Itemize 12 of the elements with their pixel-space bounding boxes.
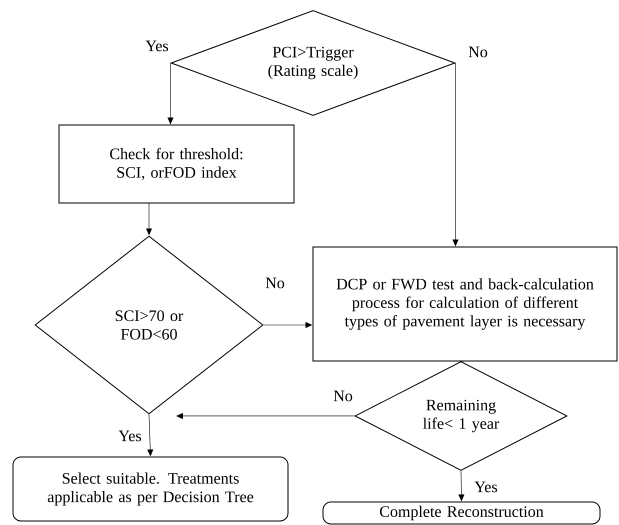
edge-label: Yes — [144, 40, 170, 52]
terminal-box: Complete Reconstruction — [322, 501, 600, 524]
arrow — [458, 470, 464, 502]
edge-label: Yes — [473, 480, 499, 494]
edge-label: No — [264, 276, 286, 290]
edge-label: No — [467, 46, 489, 58]
terminal-box: Select suitable. Treatments applicable as per Decision Tree — [12, 456, 288, 522]
edge-label: No — [332, 390, 354, 402]
process-box: DCP or FWD test and back-calculation process for calculation of different types of pavement layer is necessary — [312, 246, 618, 362]
edge-label: Yes — [117, 430, 143, 442]
arrow — [147, 414, 154, 456]
process-box: Check for threshold: SCI, orFOD index — [58, 124, 294, 204]
